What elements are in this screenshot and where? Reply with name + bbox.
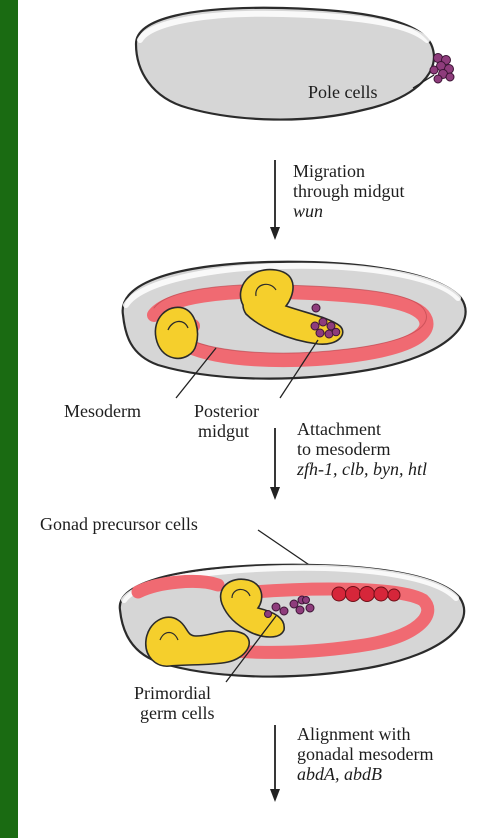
primordial-germ-cells-label-line2: germ cells [140,703,214,723]
step1-text-line1: Migration [293,161,365,181]
step1-genes: wun [293,201,323,221]
pole-cells-label: Pole cells [308,82,378,102]
step1-text-line2: through midgut [293,181,405,201]
mesoderm-label: Mesoderm [64,401,141,421]
gonad-precursor-label: Gonad precursor cells [40,514,198,534]
stage2-anterior-midgut [155,307,197,358]
stage1-embryo [136,8,434,120]
step1-arrow [270,160,280,240]
posterior-midgut-label-line2: midgut [198,421,249,441]
step2-text-line1: Attachment [297,419,381,439]
step3-text-line1: Alignment with [297,724,411,744]
figure-canvas: Pole cells Migration through midgut wun … [18,0,498,838]
step2-genes: zfh-1, clb, byn, htl [297,459,427,479]
step2-arrow [270,428,280,500]
step3-arrow [270,725,280,802]
step2-text-line2: to mesoderm [297,439,390,459]
primordial-germ-cells-label-line1: Primordial [134,683,211,703]
posterior-midgut-label-line1: Posterior [194,401,259,421]
stage1-pole-cells [430,54,454,84]
step3-text-line2: gonadal mesoderm [297,744,433,764]
step3-genes: abdA, abdB [297,764,382,784]
